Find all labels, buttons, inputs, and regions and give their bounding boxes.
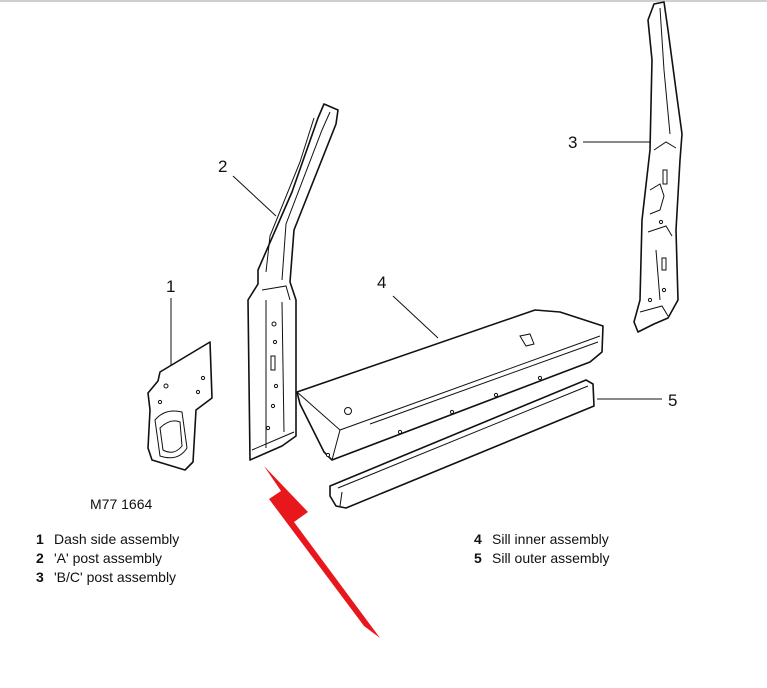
legend-label: Sill inner assembly — [492, 531, 609, 547]
legend-label: Dash side assembly — [54, 531, 180, 547]
part-sill-outer-assembly — [329, 379, 595, 509]
callout-3: 3 — [568, 133, 577, 152]
leader-line-4 — [392, 295, 439, 339]
figure-reference: M77 1664 — [90, 496, 153, 512]
legend-item-sill-inner: 4 Sill inner assembly — [474, 530, 610, 549]
callout-5: 5 — [668, 391, 677, 410]
legend-number: 3 — [36, 569, 44, 585]
part-dash-side-assembly — [147, 341, 213, 471]
legend-number: 2 — [36, 550, 44, 566]
legend-label: 'A' post assembly — [54, 550, 163, 566]
callout-2: 2 — [218, 157, 227, 176]
legend-left: 1 Dash side assembly 2 'A' post assembly 3… — [36, 530, 179, 587]
legend-item-sill-outer: 5 Sill outer assembly — [474, 549, 610, 568]
part-sill-inner-assembly — [296, 309, 604, 461]
leader-line-2 — [232, 175, 277, 217]
legend-item-dash-side: 1 Dash side assembly — [36, 530, 179, 549]
legend-label: 'B/C' post assembly — [54, 569, 177, 585]
legend-label: Sill outer assembly — [492, 550, 610, 566]
legend-right: 4 Sill inner assembly 5 Sill outer assembl… — [474, 530, 610, 568]
part-bc-post-assembly — [633, 1, 683, 333]
legend-number: 4 — [474, 531, 482, 547]
legend-number: 1 — [36, 531, 44, 547]
callout-1: 1 — [166, 277, 175, 296]
top-border — [0, 0, 767, 2]
legend-item-bc-post: 3 'B/C' post assembly — [36, 568, 179, 587]
legend-item-a-post: 2 'A' post assembly — [36, 549, 179, 568]
part-a-post-assembly — [247, 103, 339, 461]
legend-number: 5 — [474, 550, 482, 566]
callout-4: 4 — [377, 273, 386, 292]
red-arrow-icon — [264, 466, 380, 638]
